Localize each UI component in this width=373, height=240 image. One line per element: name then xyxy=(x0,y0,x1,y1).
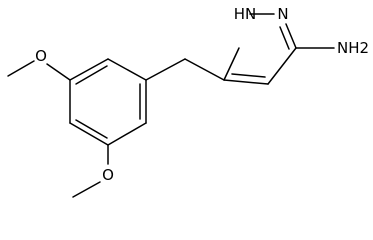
bond-pyrazole-4-inner xyxy=(279,26,290,50)
bond-ring-6 xyxy=(69,58,109,81)
atom-label-n: N xyxy=(277,5,288,23)
bond-ring-1 xyxy=(107,58,147,81)
bond-ring-o-top xyxy=(46,63,71,81)
bond-ring-3 xyxy=(107,122,147,146)
atom-label-o-top: O xyxy=(35,47,47,65)
bond-pyrazole-4 xyxy=(285,23,297,49)
bond-ring-4-inner xyxy=(75,119,108,139)
bond-linker-2 xyxy=(184,58,225,81)
bond-linker-1 xyxy=(145,58,186,81)
bond-o-ch3-top xyxy=(7,60,35,77)
bond-pyrazole-2 xyxy=(223,79,269,85)
atom-label-nh: HN xyxy=(234,5,257,23)
bond-pyrazole-3 xyxy=(267,47,297,85)
bond-o-ch3-bottom xyxy=(72,181,101,198)
atom-label-o-bottom: O xyxy=(102,166,114,184)
atom-labels: HN N NH2 O O xyxy=(35,5,369,184)
molecule-structure: HN N NH2 O O xyxy=(7,5,369,198)
bond-pyrazole-2-inner xyxy=(231,73,266,78)
atom-label-nh2: NH2 xyxy=(337,39,369,57)
bond-ring-6-inner xyxy=(75,65,108,85)
bond-pyrazole-1 xyxy=(223,47,240,81)
bonds xyxy=(7,13,335,198)
bond-ring-4 xyxy=(69,122,109,146)
